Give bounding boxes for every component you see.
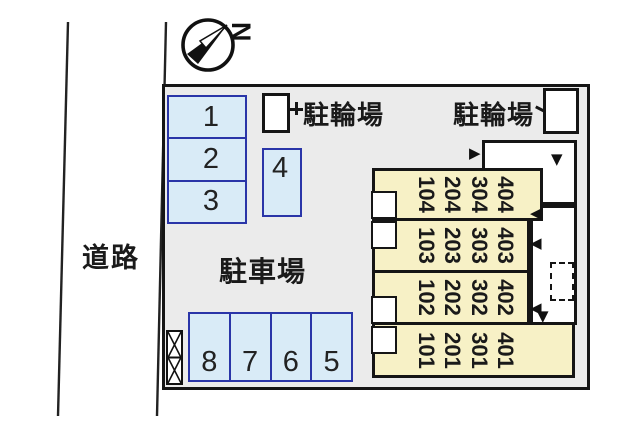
road-left-line bbox=[56, 21, 70, 417]
parking-stall-7: 7 bbox=[228, 314, 270, 380]
parking-lot-label-text: 駐車場 bbox=[218, 256, 306, 287]
road-label: 道路 bbox=[82, 243, 140, 273]
arrow-right-icon: ▶ bbox=[469, 144, 481, 162]
compass-north-label: N bbox=[226, 22, 256, 42]
room-number: 402 bbox=[493, 279, 519, 316]
room-number: 201 bbox=[440, 331, 466, 369]
bicycle-parking-right-box bbox=[543, 88, 579, 134]
stall-number: 3 bbox=[202, 185, 219, 218]
entrance-box bbox=[371, 221, 397, 249]
arrow-left-icon: ◀ bbox=[530, 204, 542, 222]
parking-stall-5: 5 bbox=[310, 314, 351, 380]
building-row-x01: 101 201 301 401 bbox=[372, 322, 575, 378]
bicycle-parking-right-label: 駐輪場 bbox=[453, 100, 535, 130]
room-number: 404 bbox=[493, 176, 519, 213]
room-number-group: 102 202 302 402 bbox=[414, 273, 519, 322]
parking-stall-1: 1 bbox=[169, 97, 245, 137]
parking-lot-label: 駐車場 bbox=[200, 250, 325, 290]
parking-stall-6: 6 bbox=[269, 314, 311, 380]
stall-number: 4 bbox=[272, 152, 289, 184]
arrow-down-icon: ▼ bbox=[551, 150, 563, 168]
entrance-box bbox=[371, 296, 397, 324]
room-number: 303 bbox=[467, 227, 493, 264]
parking-stall-2: 2 bbox=[169, 137, 245, 179]
parking-stalls-5-8: 8 7 6 5 bbox=[188, 312, 353, 382]
room-number: 202 bbox=[440, 279, 466, 316]
property-plot: 1 2 3 4 駐輪場 駐輪場 104 204 bbox=[162, 84, 590, 390]
stall-number: 7 bbox=[242, 346, 259, 378]
room-number: 103 bbox=[414, 227, 440, 264]
arrow-left-icon: ◀ bbox=[530, 234, 542, 252]
parking-stall-3: 3 bbox=[169, 179, 245, 222]
room-number: 401 bbox=[493, 331, 519, 369]
arrow-down-icon: ▼ bbox=[537, 307, 549, 325]
room-number: 304 bbox=[467, 176, 493, 213]
room-number-group: 104 204 304 404 bbox=[414, 171, 519, 218]
entrance-box bbox=[371, 191, 397, 219]
hatched-steps-icon bbox=[166, 330, 183, 385]
room-number: 101 bbox=[414, 331, 440, 369]
room-number-group: 101 201 301 401 bbox=[414, 325, 519, 375]
room-number: 301 bbox=[467, 331, 493, 369]
room-number-group: 103 203 303 403 bbox=[414, 221, 519, 270]
bicycle-parking-left-box bbox=[262, 93, 290, 133]
arrow-left-icon: ◀ bbox=[530, 299, 542, 317]
room-number: 204 bbox=[440, 176, 466, 213]
stall-number: 2 bbox=[202, 142, 219, 175]
parking-stall-8: 8 bbox=[190, 314, 229, 380]
compass-north-icon: N bbox=[181, 18, 256, 72]
stall-number: 5 bbox=[323, 346, 340, 378]
bicycle-parking-left-label: 駐輪場 bbox=[303, 100, 385, 130]
room-number: 102 bbox=[414, 279, 440, 316]
entrance-box bbox=[371, 326, 397, 354]
dashed-structure-box bbox=[550, 262, 574, 301]
parking-stalls-1-3: 1 2 3 bbox=[167, 95, 247, 224]
parking-stall-4: 4 bbox=[262, 148, 302, 217]
building-row-x04: 104 204 304 404 bbox=[372, 168, 543, 221]
room-number: 104 bbox=[414, 176, 440, 213]
room-number: 203 bbox=[440, 227, 466, 264]
stall-number: 1 bbox=[202, 100, 219, 133]
room-number: 302 bbox=[467, 279, 493, 316]
stall-number: 8 bbox=[201, 346, 218, 378]
stall-number: 6 bbox=[282, 346, 299, 378]
bicycle-left-leader-tick bbox=[295, 102, 298, 115]
room-number: 403 bbox=[493, 227, 519, 264]
